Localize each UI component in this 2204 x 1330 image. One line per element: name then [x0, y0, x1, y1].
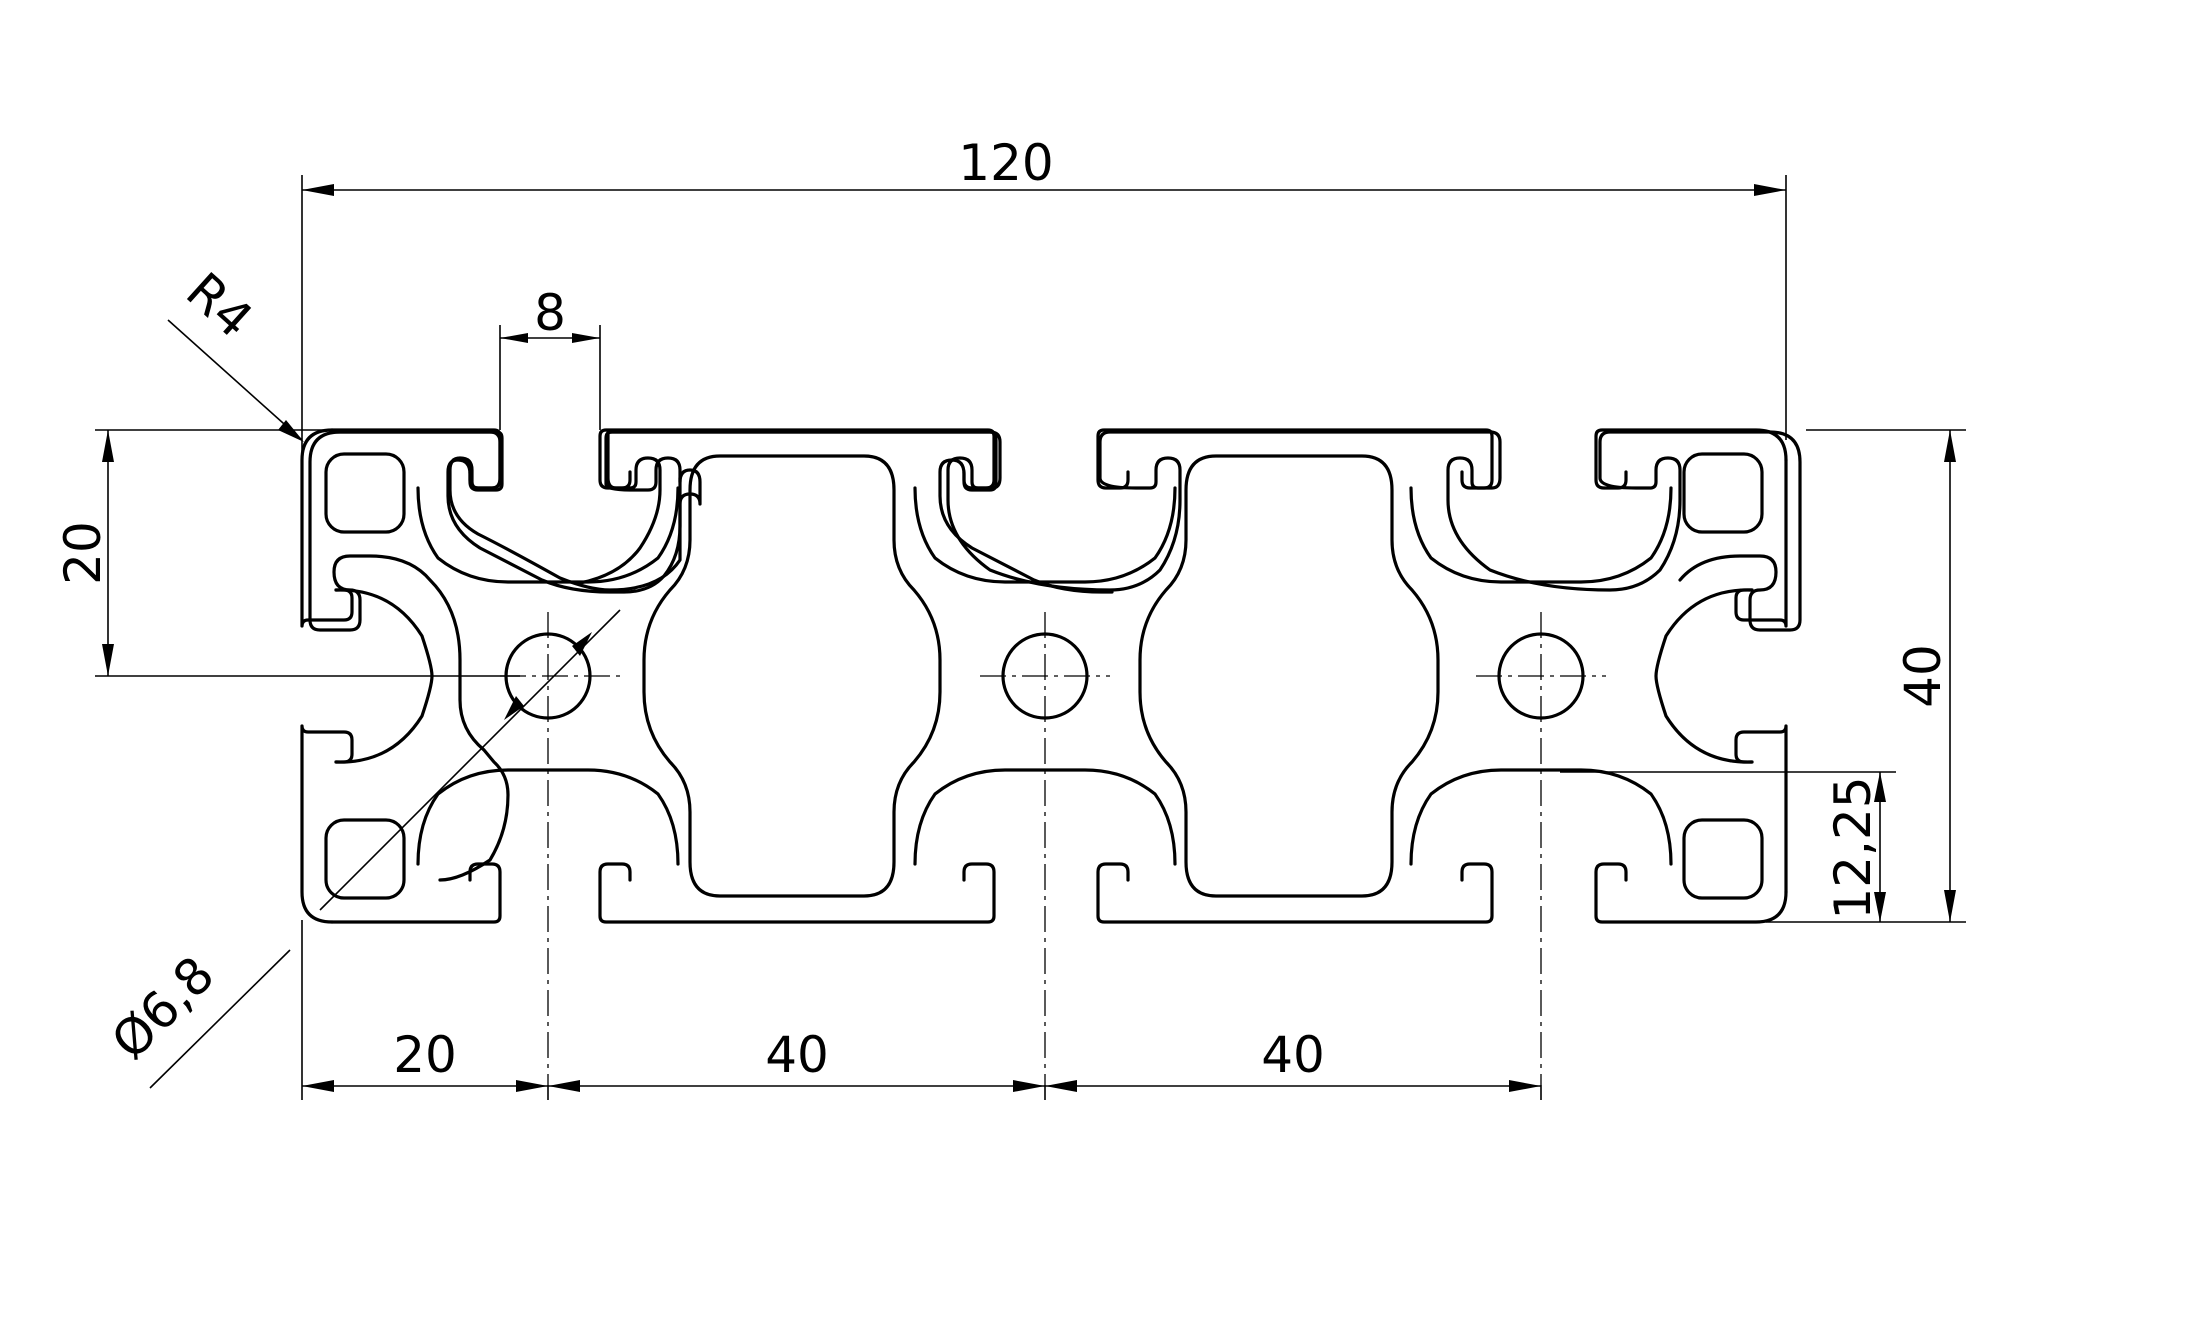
slot-undercut-top-1: [416, 486, 680, 584]
arrow-chain-1-right: [516, 1080, 548, 1092]
inner-cavity-2: [1138, 454, 1440, 898]
dim-diameter-label: Ø6,8: [100, 945, 225, 1070]
leader-dia-outer: [149, 949, 291, 1089]
arrow-chain-2-left: [548, 1080, 580, 1092]
slot-undercut-top-3: [1409, 486, 1673, 584]
arrow-bottom-40v: [1944, 890, 1956, 922]
profile-left-lower: [300, 724, 354, 924]
arrow-chain-3-right: [1509, 1080, 1541, 1092]
arrow-top-40v: [1944, 430, 1956, 462]
dim-r4-label: R4: [175, 262, 263, 350]
dim-20-vertical-label: 20: [54, 521, 112, 585]
arrow-top-12-25: [1874, 772, 1886, 802]
dim-12-25-label: 12,25: [1824, 776, 1882, 919]
arrow-top-20v: [102, 430, 114, 462]
corner-cavity-top-left: [324, 452, 406, 534]
center-lines: [500, 612, 1606, 1085]
leader-dia-through: [319, 609, 621, 911]
profile-left-upper: [300, 428, 354, 628]
arrow-dia-lower: [504, 696, 524, 720]
slot-undercut-top-2: [913, 486, 1177, 584]
arrow-right-120: [1754, 184, 1786, 196]
leader-r4: [167, 319, 303, 441]
dim-40-vertical-label: 40: [1894, 644, 1952, 708]
corner-cavity-top-right: [1682, 452, 1764, 534]
dim-8-label: 8: [534, 284, 566, 342]
arrow-left-8: [500, 333, 528, 343]
dim-120-label: 120: [958, 134, 1053, 192]
arrow-chain-1-left: [302, 1080, 334, 1092]
corner-cavity-bottom-left: [324, 818, 406, 900]
arrow-chain-3-left: [1045, 1080, 1077, 1092]
arrow-r4: [278, 420, 304, 442]
dim-40-horizontal-label-1: 40: [765, 1026, 829, 1084]
arrow-right-8: [572, 333, 600, 343]
inner-cavity-1: [642, 454, 942, 898]
side-undercut-right: [1654, 588, 1754, 764]
arrow-bottom-20v: [102, 644, 114, 676]
arrow-bottom-12-25: [1874, 892, 1886, 922]
arrow-dia-upper: [572, 632, 592, 656]
arrow-chain-2-right: [1013, 1080, 1045, 1092]
arrow-left-120: [302, 184, 334, 196]
profile-top-edge: [330, 428, 1788, 490]
corner-cavity-bottom-right: [1682, 818, 1764, 900]
dim-20-horizontal-label: 20: [393, 1026, 457, 1084]
profile-outline: [308, 430, 1802, 882]
profile-bottom-edge: [330, 862, 1788, 924]
dim-40-horizontal-label-2: 40: [1261, 1026, 1325, 1084]
